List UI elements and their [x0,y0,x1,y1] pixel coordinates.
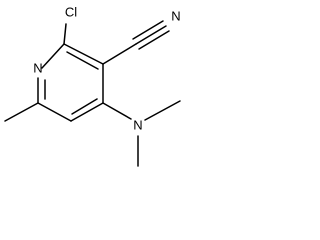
ring-nitrogen-label: N [33,61,42,76]
bond-c6-methyl [4,102,39,122]
bond-nitrile-2 [132,20,164,40]
molecule-drawing: Cl N N N [4,5,181,167]
bond-ring-c4-c5-inner [71,98,98,115]
structure-canvas: Cl N N N [0,0,184,172]
chlorine-label: Cl [65,5,77,20]
bond-c3-cn [102,43,137,65]
nitrile-nitrogen-label: N [171,9,180,24]
bond-nitrile-1 [135,25,167,45]
amine-nitrogen-label: N [133,118,142,133]
bond-ring-c2-c3 [63,43,104,65]
bond-ring-c5-c6 [37,102,72,122]
bond-c4-amine [102,102,132,120]
bond-ring-n-c2 [41,43,65,69]
bond-ring-c2-c3-inner [66,51,99,70]
bond-amine-methyl-right [144,100,181,121]
bond-c2-cl [63,23,67,45]
bond-nitrile-3 [138,30,170,50]
bond-ring-c4-c5 [70,102,104,122]
